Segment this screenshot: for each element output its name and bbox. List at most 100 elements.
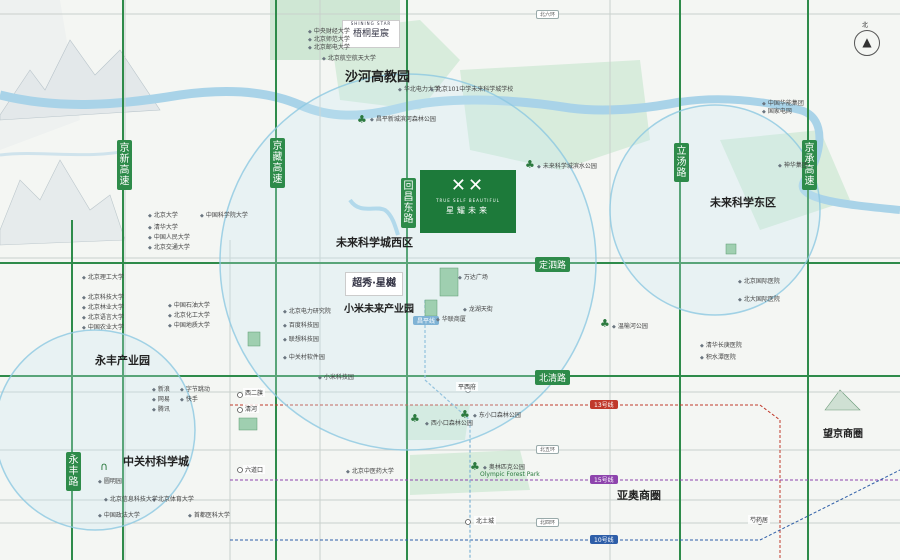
mountain <box>824 389 861 411</box>
poi: 小米科技园 <box>318 372 354 381</box>
river <box>348 198 400 236</box>
river <box>0 87 681 120</box>
road-yongfeng: 永丰路 <box>66 452 81 491</box>
poi: 字节跳动 <box>180 384 210 393</box>
poi: 北京理工大学 <box>82 272 124 281</box>
poi: 联想科技园 <box>283 334 319 343</box>
poi: 神华集团 <box>778 160 808 169</box>
poi: 中国石油大学 <box>168 300 210 309</box>
poi: 北京化工大学 <box>168 310 210 319</box>
poi: 北大国际医院 <box>738 294 780 303</box>
brand-wutong-cn: 梧桐星宸 <box>352 29 389 39</box>
road-jingzang: 京藏高速 <box>270 138 285 188</box>
park-yuanmingyuan: 圆明园 <box>98 476 122 485</box>
tree-icon: ♣ <box>410 412 420 425</box>
metro-badge-13: 13号线 <box>590 400 618 409</box>
brand-wutong-en: SHINING STAR <box>350 21 392 26</box>
poi: 中国农业大学 <box>82 322 124 331</box>
district-shahe: 沙河高教园 <box>345 70 411 85</box>
brand-chaoxiang[interactable]: 超秀·星樾 <box>345 272 403 296</box>
tree-icon: ♣ <box>600 317 610 330</box>
metro-line-13 <box>230 404 781 560</box>
station-shaoyaoju: 芍药居 <box>748 515 771 524</box>
tree-icon: ♣ <box>460 408 470 421</box>
station-qinghe: 清河 <box>243 404 260 413</box>
road-litang: 立汤路 <box>674 143 689 182</box>
metro-badge-10: 10号线 <box>590 535 618 544</box>
station-pingxifu: 平西府 <box>456 382 479 391</box>
poi: 北京邮电大学 <box>308 42 350 51</box>
road-beiqing: 北清路 <box>535 370 571 385</box>
ring-5: 北五环 <box>536 445 560 454</box>
district-xiaomi: 小米未来产业园 <box>344 304 414 315</box>
park-dongxiaokou: 东小口森林公园 <box>473 410 521 419</box>
poi: 华北电力大学 <box>398 84 440 93</box>
poi: 百度科技园 <box>283 320 319 329</box>
poi: 北京中医药大学 <box>346 466 394 475</box>
poi: 腾讯 <box>152 404 170 413</box>
poi: 中关村软件园 <box>283 352 325 361</box>
road-jingxin: 京新高速 <box>117 140 132 190</box>
compass-icon: ▲ <box>854 30 880 56</box>
brand-wutong[interactable]: SHINING STAR 梧桐星宸 <box>342 20 400 48</box>
poi: 万达广场 <box>458 272 488 281</box>
ring-4: 北四环 <box>536 518 560 527</box>
poi: 中国华能集团 <box>762 98 804 107</box>
poi: 北京航空航天大学 <box>322 53 376 62</box>
park-olympic: 奥林匹克公园 <box>483 462 525 471</box>
poi: 北京电力研究院 <box>283 306 331 315</box>
district-yaoao: 亚奥商圈 <box>617 489 661 502</box>
river <box>679 95 900 214</box>
metro-changping <box>424 300 471 560</box>
station-xierqi: 西二旗 <box>243 388 266 397</box>
poi: 中央财经大学 <box>308 26 350 35</box>
poi: 新浪 <box>152 384 170 393</box>
logo-mark-icon: ✕✕ <box>450 175 486 196</box>
metro-line-10 <box>230 469 900 541</box>
park-shunyi: 未来科学城滨水公园 <box>537 161 597 170</box>
park-binhe: 昌平新城滨河森林公园 <box>370 114 436 123</box>
compass-north-label: 北 <box>862 22 869 29</box>
poi: 网易 <box>152 394 170 403</box>
poi: 北京大学 <box>148 210 178 219</box>
poi: 中国政法大学 <box>98 510 140 519</box>
road-jingcheng: 京承高速 <box>802 140 817 190</box>
poi: 积水潭医院 <box>700 352 736 361</box>
poi: 首都医科大学 <box>188 510 230 519</box>
poi: 北京信息科技大学 <box>104 494 158 503</box>
poi: 北京师范大学 <box>308 34 350 43</box>
district-wlkx-east: 未来科学东区 <box>710 196 776 209</box>
logo-en: TRUE SELF BEAUTIFUL <box>436 198 500 203</box>
poi: 中国科学院大学 <box>200 210 248 219</box>
project-logo[interactable]: ✕✕ TRUE SELF BEAUTIFUL 星耀未来 <box>420 170 516 233</box>
gate-icon: ∩ <box>100 460 109 473</box>
tree-icon: ♣ <box>470 460 480 473</box>
station-liudaokou: 六道口 <box>243 465 266 474</box>
park-olympic-en: Olympic Forest Park <box>480 471 540 478</box>
poi: 北京交通大学 <box>148 242 190 251</box>
poi: 北京101中学未来科学城学校 <box>430 84 513 93</box>
poi: 中国地质大学 <box>168 320 210 329</box>
road-huichang: 回昌东路 <box>401 178 416 228</box>
tree-icon: ♣ <box>525 158 535 171</box>
metro-badge-15: 15号线 <box>590 475 618 484</box>
park-wenyuhe: 温榆河公园 <box>612 321 648 330</box>
district-yongfeng: 永丰产业园 <box>95 354 150 367</box>
district-wlkx-west: 未来科学城西区 <box>336 236 413 249</box>
ring-6: 北六环 <box>536 10 560 19</box>
poi: 中国人民大学 <box>148 232 190 241</box>
poi: 清华长庚医院 <box>700 340 742 349</box>
district-zgc: 中关村科学城 <box>123 455 189 468</box>
metro-badge-changping: 昌平线 <box>413 316 440 325</box>
poi: 北京体育大学 <box>152 494 194 503</box>
poi: 华联商厦 <box>436 314 466 323</box>
river <box>0 148 131 157</box>
road-dingsi: 定泗路 <box>535 257 571 272</box>
poi: 北京科技大学 <box>82 292 124 301</box>
poi: 快手 <box>180 394 198 403</box>
logo-cn: 星耀未来 <box>446 206 490 215</box>
poi: 国家电网 <box>762 106 792 115</box>
park-xixiaokou: 西小口森林公园 <box>425 418 473 427</box>
tree-icon: ♣ <box>357 113 367 126</box>
